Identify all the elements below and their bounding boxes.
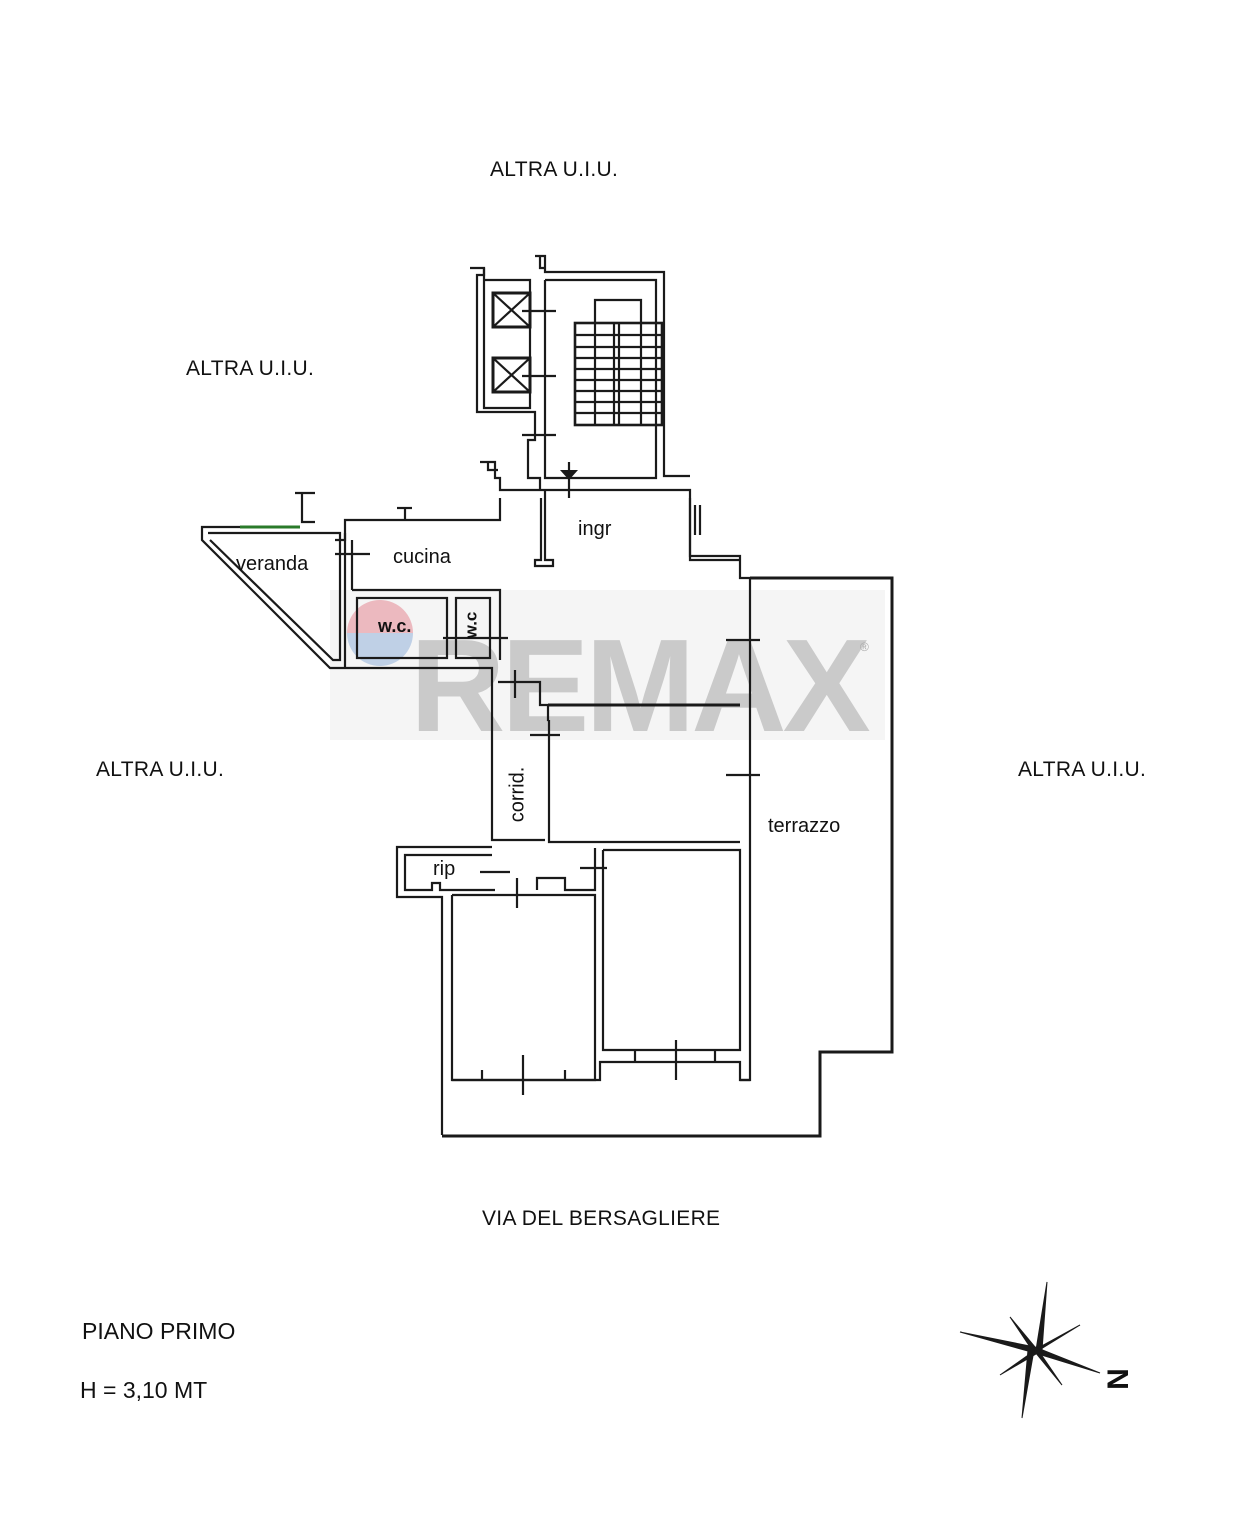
stair-core (470, 254, 690, 490)
neighbor-label-right: ALTRA U.I.U. (1018, 758, 1147, 781)
ceiling-height-label: H = 3,10 MT (80, 1377, 208, 1403)
room-label-ingr: ingr (578, 518, 612, 540)
street-label: VIA DEL BERSAGLIERE (482, 1207, 721, 1230)
neighbor-label-left: ALTRA U.I.U. (96, 758, 225, 781)
neighbor-label-top: ALTRA U.I.U. (490, 158, 619, 181)
room-label-wc1: w.c. (378, 616, 412, 636)
room-label-wc2: w.c (461, 611, 481, 639)
room-label-cucina: cucina (393, 546, 451, 568)
watermark-registered-mark: ® (860, 640, 869, 654)
remax-watermark: REMAX (410, 612, 871, 759)
room-label-veranda: veranda (236, 553, 309, 575)
room-label-rip: rip (433, 858, 456, 880)
floor-label: PIANO PRIMO (82, 1318, 236, 1344)
room-label-terrazzo: terrazzo (768, 815, 841, 837)
neighbor-label-upper-left: ALTRA U.I.U. (186, 357, 315, 380)
room-label-corrid: corrid. (506, 766, 529, 823)
compass-rose-icon (959, 1281, 1101, 1419)
watermark-band (330, 590, 885, 740)
north-label: N (1101, 1368, 1135, 1390)
